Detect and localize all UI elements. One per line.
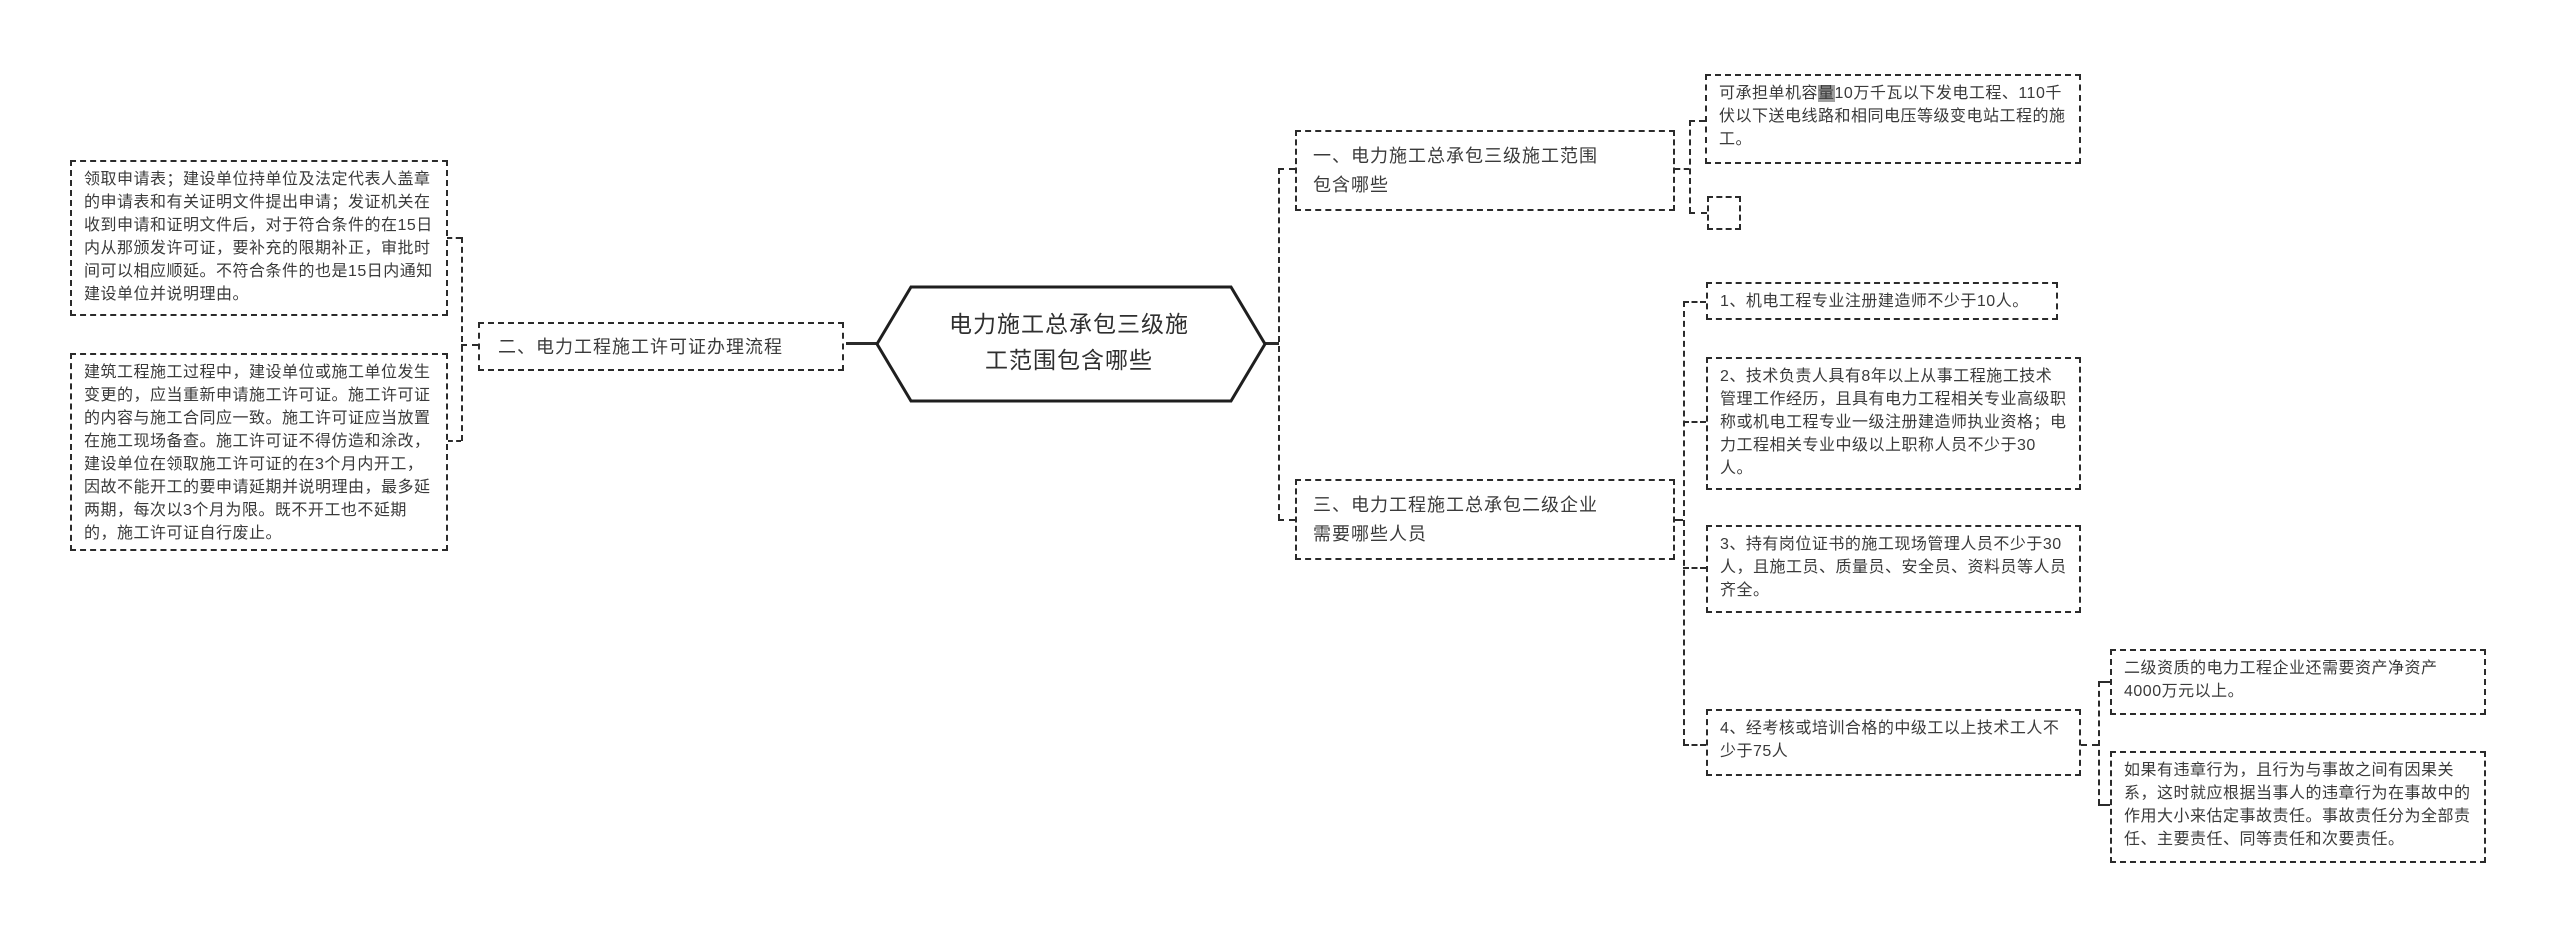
- node-license-change-rules-text: 建筑工程施工过程中，建设单位或施工单位发生变更的，应当重新申请施工许可证。施工许…: [84, 364, 431, 542]
- node-empty-child[interactable]: [1707, 196, 1741, 230]
- connector-center-left-stub: [846, 342, 878, 345]
- connector-scope-desc-tick: [1689, 120, 1705, 122]
- hexagon-shape: [875, 285, 1267, 403]
- node-skilled-worker-requirement[interactable]: 4、经考核或培训合格的中级工以上技术工人不少于75人: [1706, 709, 2081, 776]
- connector-item4-bracket: [2098, 681, 2100, 805]
- node-branch-personnel[interactable]: 三、电力工程施工总承包二级企业需要哪些人员: [1295, 479, 1675, 560]
- node-skilled-worker-requirement-text: 4、经考核或培训合格的中级工以上技术工人不少于75人: [1720, 720, 2060, 760]
- connector-liability-tick: [2098, 804, 2110, 806]
- node-net-asset-requirement[interactable]: 二级资质的电力工程企业还需要资产净资产4000万元以上。: [2110, 649, 2486, 715]
- node-site-manager-requirement[interactable]: 3、持有岗位证书的施工现场管理人员不少于30人，且施工员、质量员、安全员、资料员…: [1706, 525, 2081, 613]
- connector-left-bracket: [461, 237, 463, 441]
- node-tech-leader-requirement-text: 2、技术负责人具有8年以上从事工程施工技术管理工作经历，且具有电力工程相关专业高…: [1720, 368, 2067, 477]
- connector-left-top-tick: [447, 237, 461, 239]
- node-builder-requirement-text: 1、机电工程专业注册建造师不少于10人。: [1720, 293, 2029, 310]
- connector-branch3-stub: [1675, 519, 1683, 521]
- node-license-change-rules[interactable]: 建筑工程施工过程中，建设单位或施工单位发生变更的，应当重新申请施工许可证。施工许…: [70, 353, 448, 551]
- connector-branch3-tick: [1278, 519, 1295, 521]
- node-branch-license-process-label: 二、电力工程施工许可证办理流程: [498, 337, 783, 357]
- connector-branch1-bracket: [1689, 120, 1691, 213]
- node-scope-description-text-post: 10万千瓦以下发电工程、110千伏以下送电线路和相同电压等级变电站工程的施工。: [1719, 85, 2066, 148]
- node-accident-liability-note-text: 如果有违章行为，且行为与事故之间有因果关系，这时就应根据当事人的违章行为在事故中…: [2124, 762, 2471, 848]
- node-branch-scope[interactable]: 一、电力施工总承包三级施工范围包含哪些: [1295, 130, 1675, 211]
- node-scope-description[interactable]: 可承担单机容量10万千瓦以下发电工程、110千伏以下送电线路和相同电压等级变电站…: [1705, 74, 2081, 164]
- node-accident-liability-note[interactable]: 如果有违章行为，且行为与事故之间有因果关系，这时就应根据当事人的违章行为在事故中…: [2110, 751, 2486, 863]
- connector-right-spine: [1278, 168, 1280, 520]
- node-net-asset-requirement-text: 二级资质的电力工程企业还需要资产净资产4000万元以上。: [2124, 660, 2438, 700]
- connector-branch1-tick: [1278, 168, 1295, 170]
- central-topic-node[interactable]: [853, 283, 1285, 405]
- connector-item3-tick: [1683, 567, 1706, 569]
- node-builder-requirement[interactable]: 1、机电工程专业注册建造师不少于10人。: [1706, 282, 2058, 320]
- connector-net-asset-tick: [2098, 681, 2110, 683]
- connector-item1-tick: [1683, 301, 1706, 303]
- connector-left-branch-tick: [461, 344, 478, 346]
- node-site-manager-requirement-text: 3、持有岗位证书的施工现场管理人员不少于30人，且施工员、质量员、安全员、资料员…: [1720, 536, 2067, 599]
- node-license-apply-procedure[interactable]: 领取申请表；建设单位持单位及法定代表人盖章的申请表和有关证明文件提出申请；发证机…: [70, 160, 448, 316]
- node-branch-personnel-label: 三、电力工程施工总承包二级企业需要哪些人员: [1313, 495, 1598, 544]
- node-scope-description-text-pre: 可承担单机容: [1719, 85, 1819, 102]
- connector-branch1-stub: [1675, 168, 1689, 170]
- connector-item4-stub: [2081, 744, 2098, 746]
- node-tech-leader-requirement[interactable]: 2、技术负责人具有8年以上从事工程施工技术管理工作经历，且具有电力工程相关专业高…: [1706, 357, 2081, 490]
- connector-left-bottom-tick: [448, 440, 461, 442]
- node-branch-license-process[interactable]: 二、电力工程施工许可证办理流程: [478, 322, 844, 371]
- connector-item4-tick: [1683, 744, 1706, 746]
- central-topic-label: 电力施工总承包三级施工范围包含哪些: [949, 311, 1189, 373]
- node-branch-scope-label: 一、电力施工总承包三级施工范围包含哪些: [1313, 146, 1598, 195]
- node-license-apply-procedure-text: 领取申请表；建设单位持单位及法定代表人盖章的申请表和有关证明文件提出申请；发证机…: [84, 171, 433, 303]
- connector-empty-node-tick: [1689, 212, 1707, 214]
- connector-center-right-stub: [1263, 342, 1279, 345]
- connector-item2-tick: [1683, 421, 1706, 423]
- node-scope-description-text-highlight: 量: [1818, 85, 1835, 102]
- connector-branch3-bracket: [1683, 301, 1685, 745]
